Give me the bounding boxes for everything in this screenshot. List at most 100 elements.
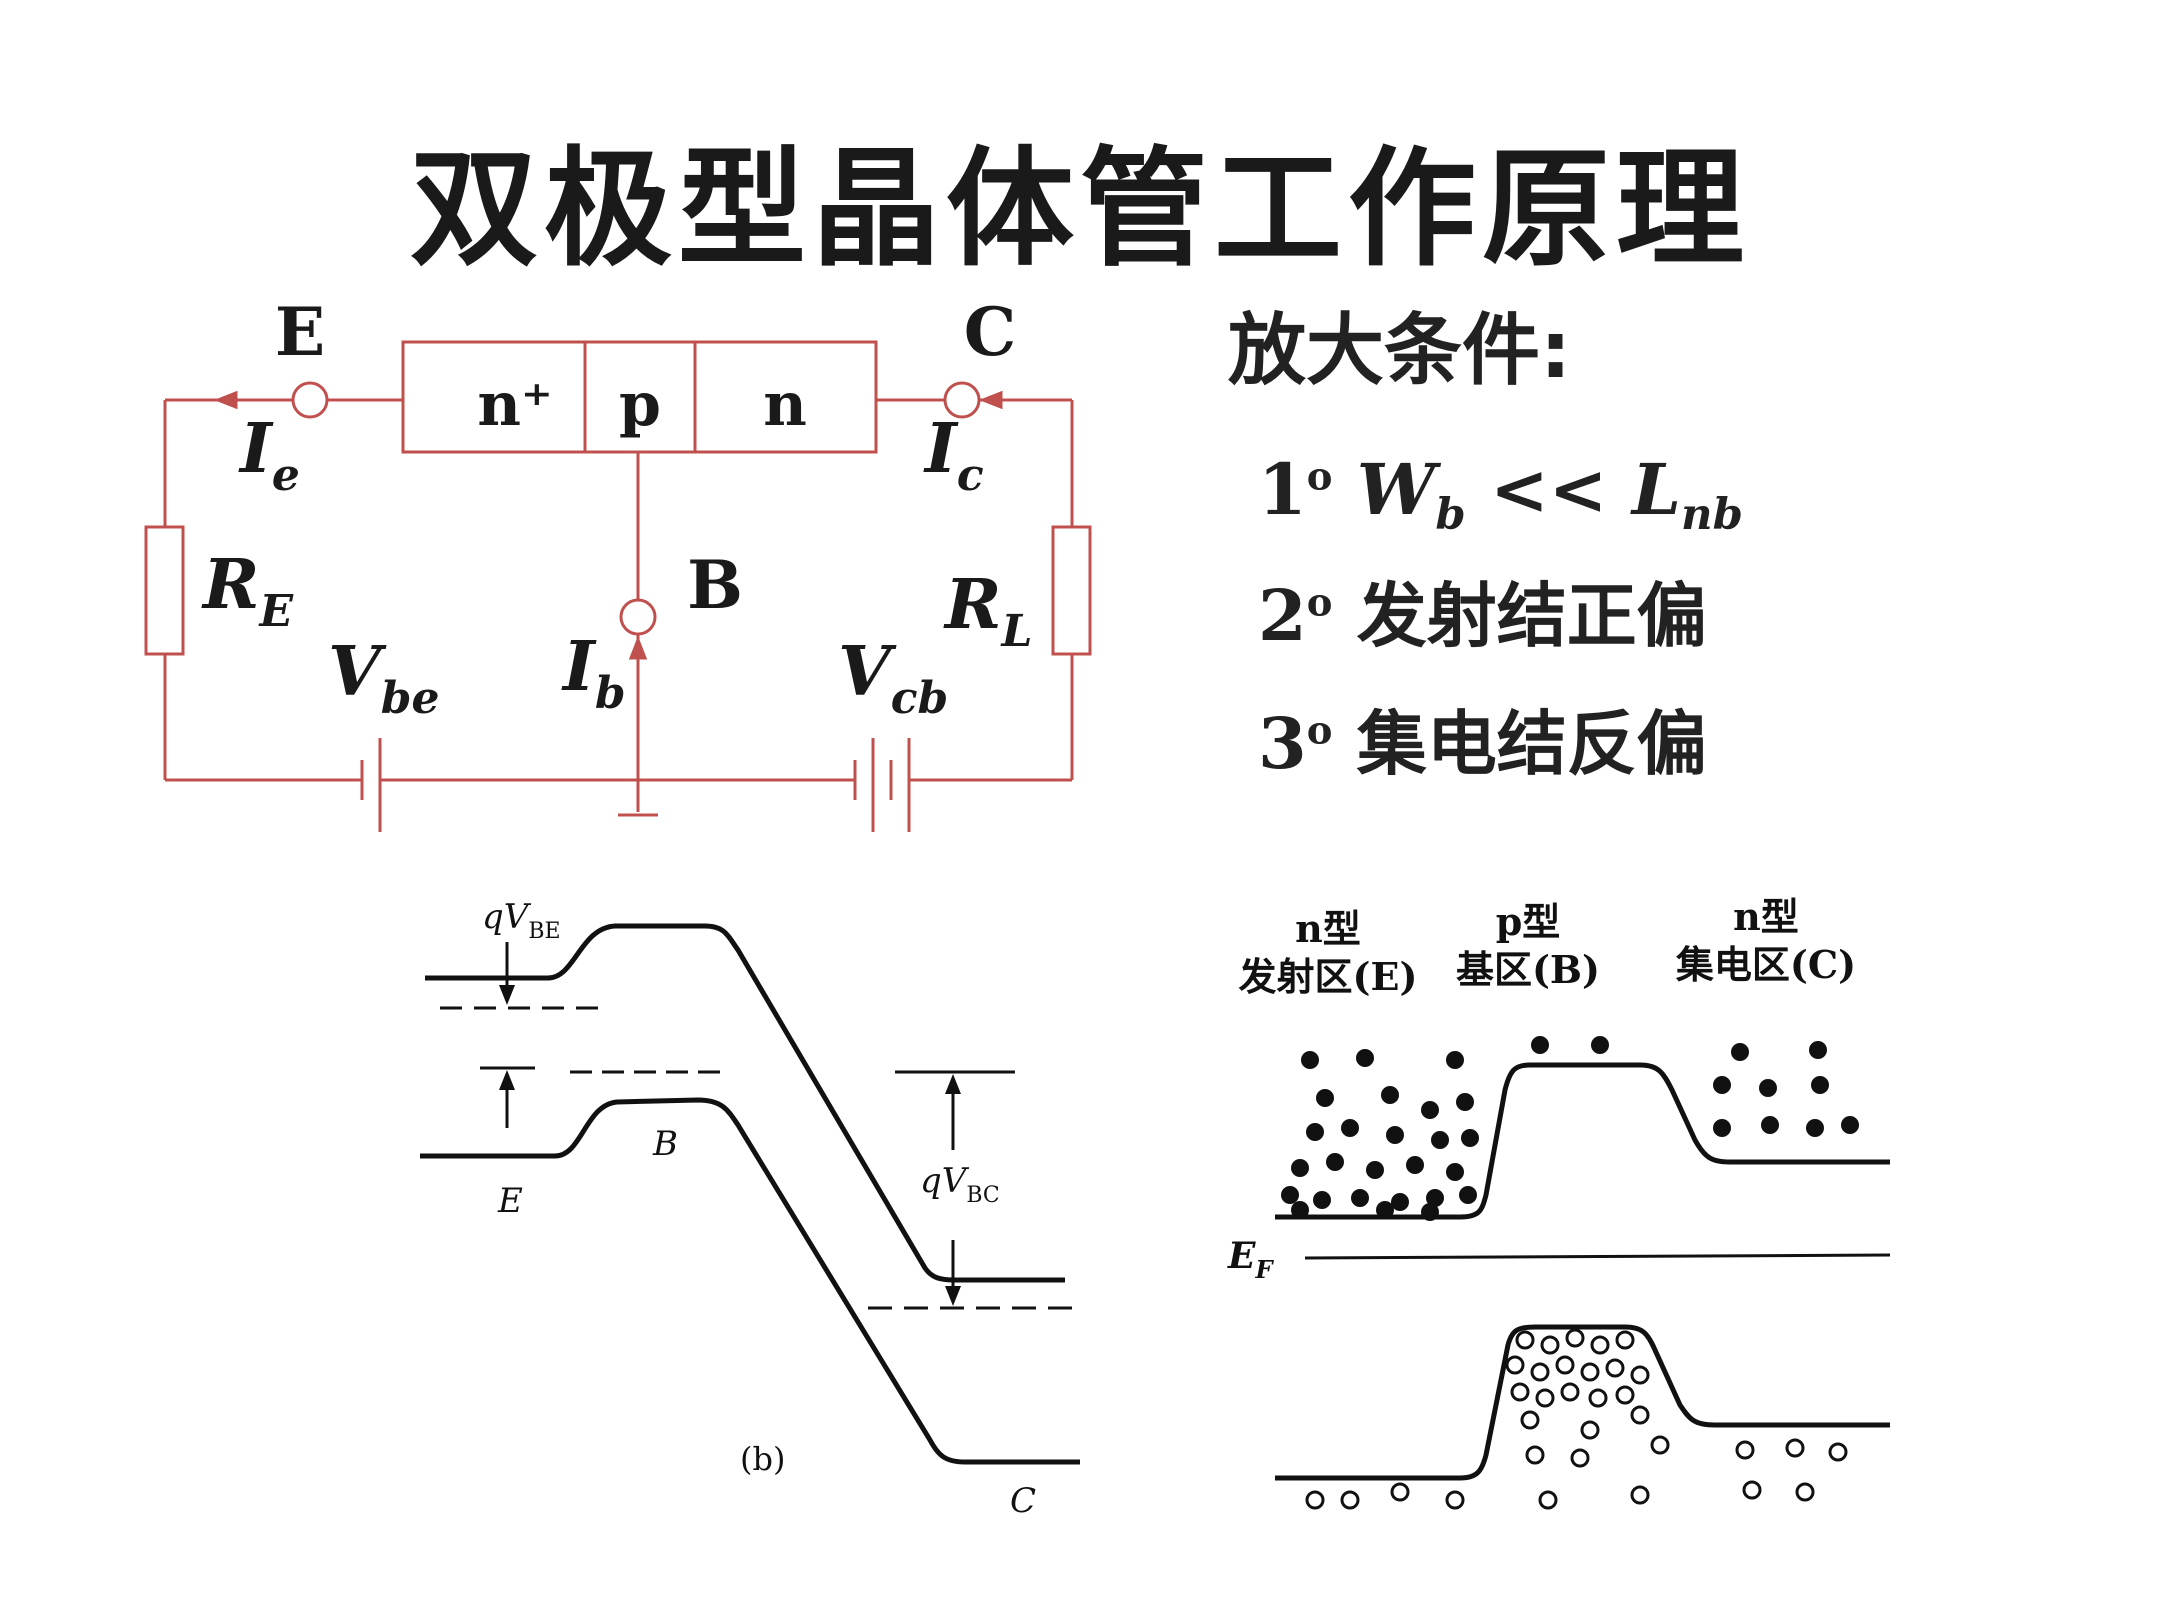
hole-circle [1390,1482,1410,1502]
band-diagram-labels: qVBE qVBC E B C (b) [482,897,1036,1521]
electron-dot [1341,1119,1359,1137]
voltage-vbe-label: Vbe [328,632,440,724]
condition-3-num: 3 [1258,702,1307,785]
hole-circle [1560,1382,1580,1402]
electron-dot [1366,1161,1384,1179]
electron-dot [1731,1043,1749,1061]
electron-dot [1446,1163,1464,1181]
condition-2-text: 发射结正偏 [1356,575,1707,657]
band-c-label: C [1010,1481,1036,1521]
electron-dot [1306,1123,1324,1141]
terminal-e-label: E [275,293,325,371]
hole-circles [1305,1328,1848,1510]
electron-dot [1591,1036,1609,1054]
carrier-diagram-labels: n型 发射区(E) p型 基区(B) n型 集电区(C) EF [1227,894,1856,1284]
hole-circle [1530,1362,1550,1382]
electron-dots [1281,1036,1859,1221]
hole-circle [1305,1490,1325,1510]
arrow-icon [499,1070,515,1090]
condition-2-num: 2 [1258,574,1307,657]
electron-dot [1761,1116,1779,1134]
hole-circle [1588,1388,1608,1408]
hole-circle [1828,1442,1848,1462]
region-collector-label: n [763,370,807,440]
resistor-rl [1051,525,1092,656]
circuit-labels: E C B n⁺ p n Ie Ic Ib RE RL Vbe Vcb [201,293,1032,724]
fermi-label: EF [1227,1235,1274,1284]
hole-circle [1630,1405,1650,1425]
hole-circle [1735,1440,1755,1460]
page-title: 双极型晶体管工作原理 [409,135,1750,284]
electron-dot [1281,1186,1299,1204]
electron-dot [1759,1079,1777,1097]
hole-circle [1590,1335,1610,1355]
electron-dot [1531,1036,1549,1054]
hole-circle [1515,1330,1535,1350]
condition-1-w: W [1356,448,1436,531]
hole-circle [1525,1445,1545,1465]
terminal-c-label: C [964,293,1017,371]
condition-1-op: << [1490,448,1608,531]
resistor-rl-label: RL [943,565,1032,657]
hole-circle [1630,1485,1650,1505]
condition-2: 2o 发射结正偏 [1258,560,1707,661]
qvbc-label: qVBC [920,1161,1000,1208]
condition-1-l: L [1631,448,1682,531]
band-caption: (b) [740,1440,785,1478]
hole-circle [1785,1438,1805,1458]
current-ie-label: Ie [238,409,300,501]
region-emitter-label: n⁺ [477,370,552,440]
base-terminal [619,598,657,636]
condition-3: 3o 集电结反偏 [1258,688,1707,789]
hole-circle [1510,1382,1530,1402]
electron-dot [1386,1126,1404,1144]
hole-circle [1340,1490,1360,1510]
hole-circle [1795,1482,1815,1502]
hole-circle [1540,1335,1560,1355]
condition-1-l-sub: nb [1681,489,1743,540]
electron-dot [1381,1086,1399,1104]
arrow-icon [213,390,238,410]
hole-circle [1535,1388,1555,1408]
electron-dot [1376,1201,1394,1219]
region-emitter-type: n型 [1295,906,1361,951]
conditions-heading: 放大条件: [1228,306,1572,396]
band-e-label: E [497,1181,523,1221]
circuit-diagram [144,340,1092,832]
current-ic-label: Ic [923,409,984,501]
electron-dot [1841,1116,1859,1134]
region-base-type: p型 [1496,899,1561,944]
condition-1: 1o Wb << Lnb [1258,448,1743,540]
region-collector-type: n型 [1733,894,1799,939]
fermi-level-line [1304,1253,1891,1260]
hole-circle [1605,1358,1625,1378]
carrier-conduction-band [1275,1062,1890,1220]
electron-dot [1356,1049,1374,1067]
region-base-name: 基区(B) [1456,947,1600,992]
electron-dot [1811,1076,1829,1094]
electron-dot [1809,1041,1827,1059]
electron-dot [1461,1129,1479,1147]
electron-dot [1426,1189,1444,1207]
current-ib-label: Ib [561,627,626,719]
band-diagram [420,923,1080,1465]
arrow-icon [628,635,648,660]
resistor-re-label: RE [201,545,295,637]
region-base-label: p [619,370,661,440]
electron-dot [1406,1156,1424,1174]
emitter-terminal [291,381,329,419]
electron-dot [1456,1093,1474,1111]
electron-dot [1291,1201,1309,1219]
carrier-valence-band [1275,1324,1890,1481]
region-emitter-name: 发射区(E) [1239,954,1418,999]
electron-dot [1326,1153,1344,1171]
carrier-diagram [1275,1062,1891,1481]
electron-dot [1301,1051,1319,1069]
electron-dot [1316,1089,1334,1107]
hole-circle [1538,1490,1558,1510]
electron-dot [1291,1159,1309,1177]
hole-circle [1742,1480,1762,1500]
arrow-icon [978,390,1003,410]
electron-dot [1713,1119,1731,1137]
electron-dot [1431,1131,1449,1149]
